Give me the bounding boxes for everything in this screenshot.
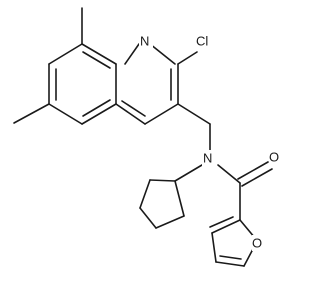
svg-text:N: N bbox=[203, 151, 212, 166]
bond-c4-c4a-inner bbox=[121, 100, 146, 117]
bond-c3-c4 bbox=[144, 103, 179, 125]
bond-n-carbonyl-c bbox=[217, 164, 241, 184]
atom-quinoline-n: N bbox=[139, 33, 153, 49]
bond-c8a-n1 bbox=[124, 43, 140, 65]
atom-chlorine: Cl bbox=[195, 33, 215, 49]
cyclopentyl-ring bbox=[139, 179, 185, 229]
bond-c3-ch2 bbox=[177, 103, 211, 125]
molecule-structure-diagram: N Cl N O O bbox=[13, 7, 283, 267]
bond-c5-c4a bbox=[81, 103, 117, 125]
bond-c8-c7 bbox=[48, 43, 83, 65]
bond-c8a-c8 bbox=[81, 43, 117, 65]
bond-n1-c2 bbox=[149, 43, 176, 65]
carbonyl-double-bond-a bbox=[237, 161, 269, 180]
methyl-bond-c6 bbox=[13, 103, 50, 124]
chloro-bond bbox=[177, 51, 198, 65]
atom-carbonyl-o: O bbox=[269, 149, 283, 165]
svg-text:O: O bbox=[252, 236, 262, 251]
furan-ring bbox=[209, 216, 256, 267]
bond-n-cyclopentyl bbox=[174, 164, 203, 182]
carbonyl-double-bond-b bbox=[241, 168, 273, 187]
bond-c8a-c8-inner bbox=[82, 51, 111, 69]
svg-text:N: N bbox=[140, 34, 149, 49]
atom-amide-n: N bbox=[202, 150, 217, 166]
svg-text:O: O bbox=[269, 150, 279, 165]
atom-furan-o: O bbox=[252, 235, 266, 251]
quinoline-benzene-ring bbox=[48, 43, 117, 125]
bond-c5-c4a-inner bbox=[82, 99, 111, 117]
quinoline-pyridine-ring bbox=[115, 43, 179, 125]
svg-text:Cl: Cl bbox=[196, 34, 208, 49]
bond-c6-c5 bbox=[48, 103, 83, 125]
bond-c4-c4a bbox=[115, 103, 146, 125]
